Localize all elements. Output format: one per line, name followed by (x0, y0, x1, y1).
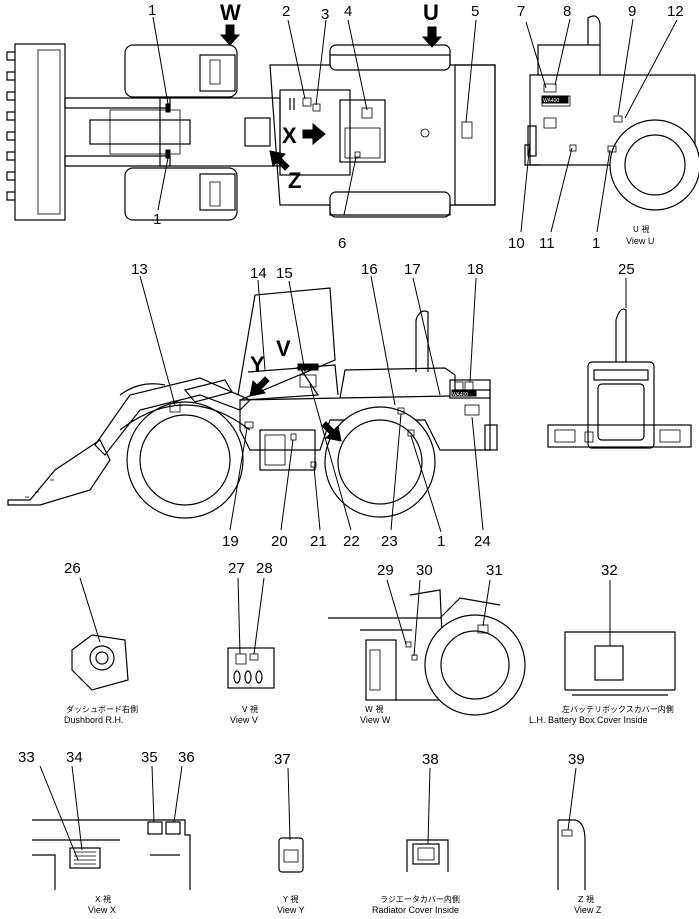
callout-23: 23 (381, 533, 398, 550)
callout-25: 25 (618, 261, 635, 278)
callout-28: 28 (256, 560, 273, 577)
callout-4: 4 (344, 3, 352, 20)
callout-17: 17 (404, 261, 421, 278)
view-y-drawing (278, 767, 304, 873)
callout-36: 36 (178, 749, 195, 766)
callout-37: 37 (274, 751, 291, 768)
callout-32: 32 (601, 562, 618, 579)
view-v-caption: View V (230, 715, 258, 725)
callout-24: 24 (474, 533, 491, 550)
callout-29: 29 (377, 562, 394, 579)
battery-cover-drawing (564, 580, 676, 696)
callout-22: 22 (343, 533, 360, 550)
callout-39: 39 (568, 751, 585, 768)
view-u-arrow (421, 26, 443, 48)
dashboard-drawing (71, 577, 129, 691)
callout-1-top: 1 (148, 2, 156, 19)
radiator-caption-jp: ラジエータカバー内側 (380, 894, 460, 904)
top-view-drawing (6, 43, 496, 221)
view-z-marker: Z (288, 168, 301, 193)
view-u-caption: View U (626, 236, 654, 246)
callout-35: 35 (141, 749, 158, 766)
callout-3: 3 (321, 6, 329, 23)
callout-1-side: 1 (437, 533, 445, 550)
view-z-caption: View Z (574, 905, 602, 915)
view-v-marker: V (276, 336, 291, 361)
callout-11: 11 (539, 235, 555, 252)
radiator-caption: Radiator Cover Inside (372, 905, 459, 915)
callout-18: 18 (467, 261, 484, 278)
view-v-arrow (321, 421, 342, 442)
radiator-cover-drawing (406, 767, 449, 872)
callout-16: 16 (361, 261, 378, 278)
view-w-caption-jp: W 視 (365, 705, 383, 714)
callout-9: 9 (628, 3, 636, 20)
callout-31: 31 (486, 562, 503, 579)
view-u-drawing (520, 15, 699, 233)
callout-6: 6 (338, 235, 346, 252)
callout-33: 33 (18, 749, 35, 766)
view-x-marker: X (282, 123, 297, 148)
model-plate-side-text: WA400 (452, 392, 468, 398)
callout-10: 10 (508, 235, 525, 252)
callout-26: 26 (64, 560, 81, 577)
view-z-arrow (269, 150, 290, 171)
view-x-drawing (32, 765, 191, 890)
view-x-caption: View X (88, 905, 116, 915)
battery-caption-jp: 左バッテリボックスカバー内側 (562, 704, 674, 714)
view-x-arrow (302, 122, 326, 146)
callout-38: 38 (422, 751, 439, 768)
view-v-caption-jp: V 視 (242, 705, 258, 714)
callout-27: 27 (228, 560, 245, 577)
callout-21: 21 (310, 533, 327, 550)
view-z-drawing (557, 767, 586, 890)
view-y-caption-jp: Y 視 (282, 895, 298, 904)
view-y-arrow (249, 376, 270, 397)
front-view-drawing (547, 278, 692, 449)
view-x-caption-jp: X 視 (95, 895, 111, 904)
callout-19: 19 (222, 533, 239, 550)
dashboard-caption: Dushbord R.H. (64, 715, 124, 725)
callout-12: 12 (667, 3, 684, 20)
view-z-caption-jp: Z 視 (578, 895, 594, 904)
view-w-arrow (219, 24, 241, 46)
view-y-marker: Y (250, 352, 265, 377)
callout-2: 2 (282, 3, 290, 20)
view-w-drawing (328, 579, 526, 716)
callout-1-view-u: 1 (592, 235, 600, 252)
callout-8: 8 (563, 3, 571, 20)
battery-caption: L.H. Battery Box Cover Inside (529, 715, 648, 725)
view-w-marker: W (220, 0, 241, 25)
side-view-drawing (7, 275, 498, 533)
model-plate-rear (541, 95, 569, 104)
callout-14: 14 (250, 265, 267, 282)
callout-15: 15 (276, 265, 293, 282)
callout-20: 20 (271, 533, 288, 550)
callout-7: 7 (517, 3, 525, 20)
callout-34: 34 (66, 749, 83, 766)
view-v-drawing (227, 577, 275, 689)
callout-1-bottom: 1 (153, 211, 161, 228)
view-u-marker: U (423, 0, 439, 25)
callout-5: 5 (471, 3, 479, 20)
dashboard-caption-jp: ダッシュボード右側 (66, 704, 138, 714)
model-plate-side (451, 389, 477, 397)
callout-30: 30 (416, 562, 433, 579)
view-y-caption: View Y (277, 905, 305, 915)
model-plate-rear-text: WA400 (543, 98, 559, 104)
callout-13: 13 (131, 261, 148, 278)
view-w-caption: View W (360, 715, 391, 725)
view-u-caption-jp: U 視 (633, 225, 649, 234)
